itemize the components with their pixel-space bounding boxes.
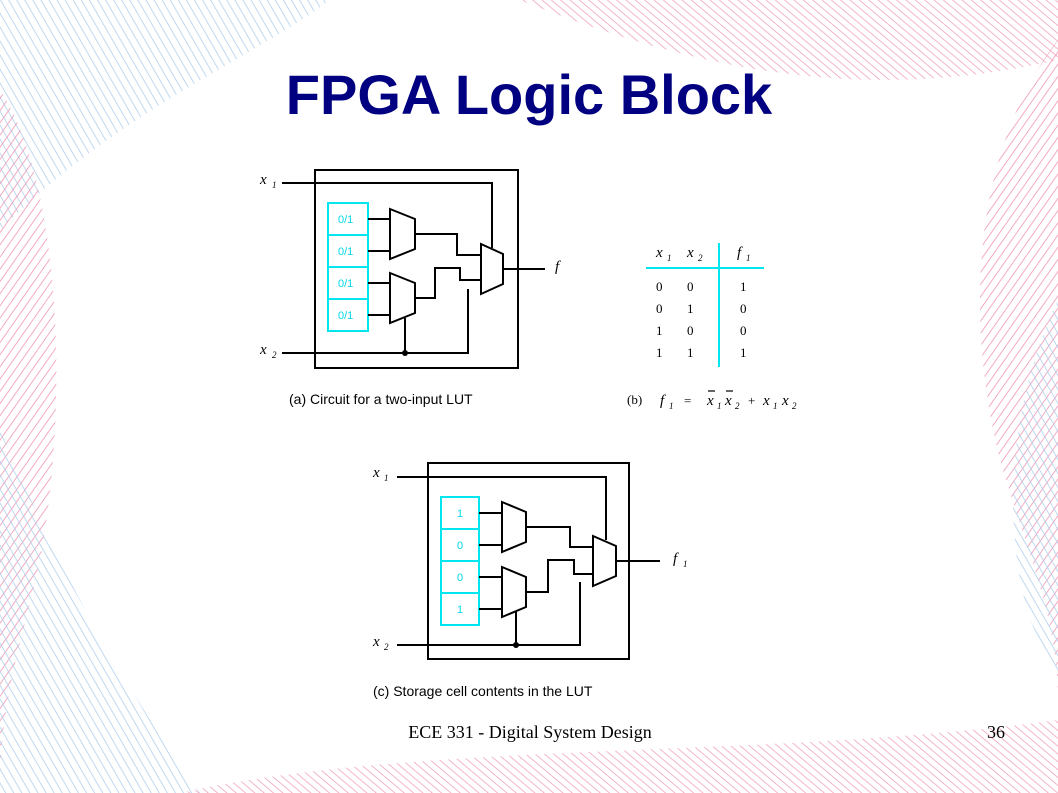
- caption-b-label: (b): [627, 392, 642, 407]
- tt-r1-c1: 1: [687, 301, 694, 316]
- cells-a-labels: 0/1 0/1 0/1 0/1: [338, 214, 353, 322]
- bg-band-top: [520, 0, 1058, 80]
- input-x1-a: x: [259, 172, 267, 188]
- output-f1-c-sub: 1: [683, 559, 688, 569]
- tt-r2-c0: 1: [656, 323, 663, 338]
- tt-r2-c1: 0: [687, 323, 694, 338]
- eq-t1b: x: [724, 393, 732, 409]
- equation-b: (b) f 1 = x 1 x 2 + x 1 x 2: [627, 390, 797, 411]
- circuit-c: [397, 462, 660, 660]
- cell-c-2: 0: [457, 572, 463, 584]
- mux-a1: [389, 207, 416, 261]
- eq-lhs-sub: 1: [669, 401, 674, 411]
- junction-dot-a: [402, 350, 408, 356]
- tt-header-x2: x: [686, 245, 694, 261]
- page-number: 36: [987, 722, 1005, 742]
- footer-course: ECE 331 - Digital System Design: [408, 722, 652, 742]
- mux-c3: [592, 534, 617, 588]
- bg-band-bottom: [180, 720, 1058, 793]
- cell-c-3: 1: [457, 604, 463, 616]
- output-f-a: f: [555, 259, 561, 275]
- tt-header-x1-sub: 1: [667, 253, 672, 263]
- tt-header-f1-sub: 1: [746, 253, 751, 263]
- eq-equals: =: [684, 393, 691, 408]
- tt-r3-c2: 1: [740, 345, 747, 360]
- cell-a-3: 0/1: [338, 310, 353, 322]
- tt-r0-c0: 0: [656, 279, 663, 294]
- eq-lhs: f: [660, 393, 666, 409]
- tt-r1-c0: 0: [656, 301, 663, 316]
- mux-c1: [501, 500, 527, 554]
- mux-a2: [389, 271, 416, 325]
- input-x1-a-sub: 1: [272, 180, 277, 190]
- caption-a: (a) Circuit for a two-input LUT: [289, 391, 473, 407]
- tt-header-x1: x: [655, 245, 663, 261]
- cell-a-2: 0/1: [338, 278, 353, 290]
- cell-c-0: 1: [457, 508, 463, 520]
- bg-band-right-blue: [1013, 300, 1058, 680]
- tt-header-x2-sub: 2: [698, 253, 703, 263]
- cell-a-1: 0/1: [338, 246, 353, 258]
- input-x2-a-sub: 2: [272, 350, 277, 360]
- cell-a-0: 0/1: [338, 214, 353, 226]
- lut-box-a: [314, 169, 519, 369]
- eq-t2a-sub: 1: [773, 401, 778, 411]
- tt-r2-c2: 0: [740, 323, 747, 338]
- eq-t1a: x: [706, 393, 714, 409]
- input-x1-c-sub: 1: [384, 473, 389, 483]
- tt-r3-c1: 1: [687, 345, 694, 360]
- eq-t2b: x: [781, 393, 789, 409]
- tt-r1-c2: 0: [740, 301, 747, 316]
- circuit-a: [282, 169, 545, 369]
- eq-t2b-sub: 2: [792, 401, 797, 411]
- bg-band-left-blue: [0, 430, 200, 793]
- caption-c: (c) Storage cell contents in the LUT: [373, 683, 593, 699]
- input-x2-c-sub: 2: [384, 642, 389, 652]
- eq-t1b-sub: 2: [735, 401, 740, 411]
- cell-c-1: 0: [457, 540, 463, 552]
- output-f1-c: f: [673, 551, 679, 567]
- input-x1-c: x: [372, 465, 380, 481]
- truth-table: x 1 x 2 f 1 0 0 1 0 1 0 1 0 0 1 1 1: [646, 243, 764, 367]
- tt-r3-c0: 1: [656, 345, 663, 360]
- cells-c-labels: 1 0 0 1: [457, 508, 463, 616]
- mux-c2: [501, 565, 527, 619]
- tt-r0-c2: 1: [740, 279, 747, 294]
- slide-title: FPGA Logic Block: [285, 63, 773, 126]
- bg-band-topleft: [0, 0, 330, 230]
- junction-dot-c: [513, 642, 519, 648]
- eq-t2a: x: [762, 393, 770, 409]
- tt-r0-c1: 0: [687, 279, 694, 294]
- input-x2-a: x: [259, 342, 267, 358]
- eq-t1a-sub: 1: [717, 401, 722, 411]
- eq-plus: +: [748, 393, 755, 408]
- mux-a3: [480, 242, 504, 296]
- tt-header-f1: f: [737, 245, 743, 261]
- input-x2-c: x: [372, 634, 380, 650]
